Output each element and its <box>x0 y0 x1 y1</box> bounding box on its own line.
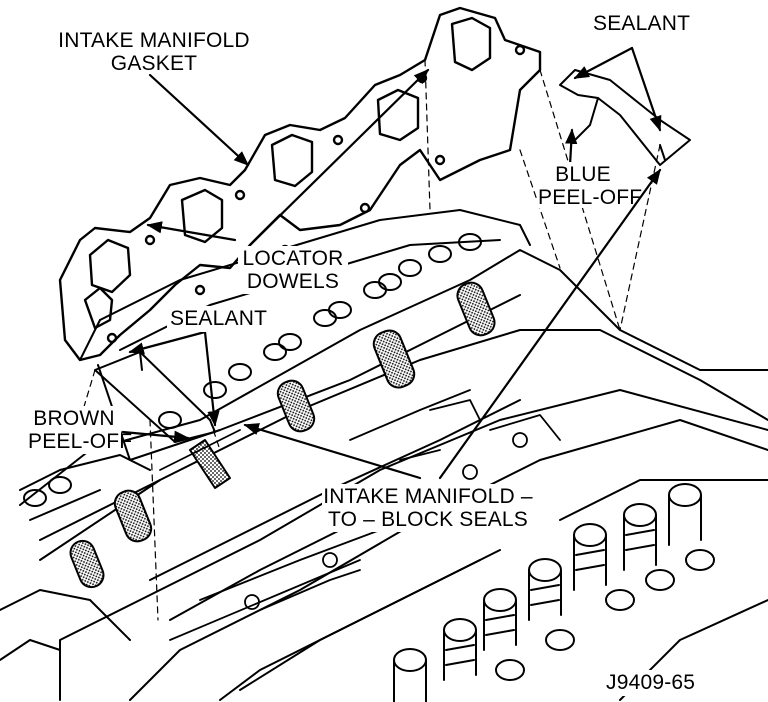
locator-dowels-line-2: DOWELS <box>246 270 340 293</box>
sealant-left-label: SEALANT <box>170 307 268 330</box>
intake-manifold-gasket-label: INTAKE MANIFOLD GASKET <box>58 29 250 75</box>
locator-dowels-line-1: LOCATOR <box>242 247 344 270</box>
figure-code: J9409-65 <box>606 671 696 694</box>
rear-block-seal <box>559 69 691 166</box>
brown-peel-off-line-2: PEEL-OFF <box>28 430 133 453</box>
engine-block <box>0 249 768 701</box>
brown-peel-off-label: BROWN PEEL-OFF <box>28 407 133 453</box>
intake-manifold-seals-line-1: INTAKE MANIFOLD – <box>323 485 533 508</box>
valve-springs <box>393 483 715 702</box>
locator-dowels-label: LOCATOR DOWELS <box>240 247 346 293</box>
leader-lines <box>121 46 662 480</box>
intake-manifold-gasket-line-1: INTAKE MANIFOLD <box>58 29 250 52</box>
sealant-top-label: SEALANT <box>593 12 691 35</box>
label-backgrounds <box>27 10 709 696</box>
intake-manifold-seals-label: INTAKE MANIFOLD – TO – BLOCK SEALS <box>320 485 536 531</box>
brown-peel-off-line-1: BROWN <box>33 407 115 430</box>
intake-manifold-seals-line-2: TO – BLOCK SEALS <box>327 508 529 531</box>
intake-manifold-gasket-line-2: GASKET <box>110 52 198 75</box>
blue-peel-off-line-1: BLUE <box>555 163 611 186</box>
intake-ports <box>69 281 496 589</box>
blue-peel-off-label: BLUE PEEL-OFF <box>538 163 643 209</box>
blue-peel-off-line-2: PEEL-OFF <box>538 186 643 209</box>
lifter-valley <box>159 389 561 641</box>
rocker-bolts <box>23 233 482 507</box>
